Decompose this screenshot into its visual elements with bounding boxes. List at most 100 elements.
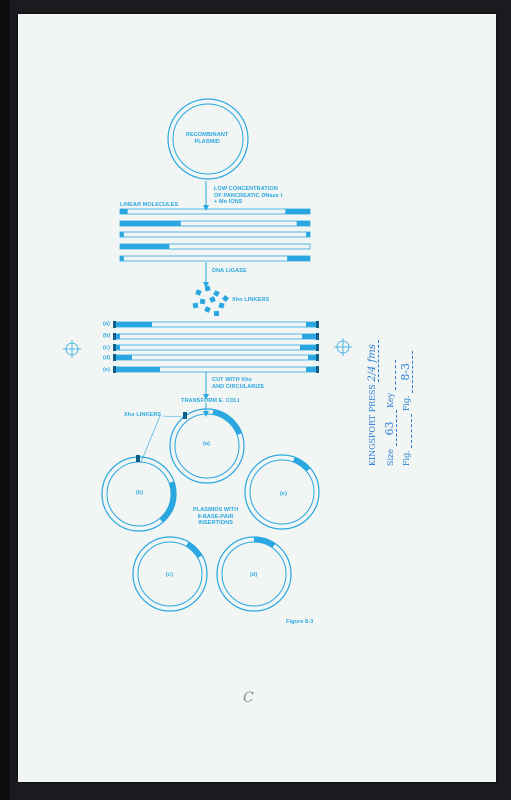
molecules-with-linkers-group [113, 321, 319, 373]
recombinant-plasmid-label: RECOMBINANT PLASMID [186, 132, 229, 145]
cut-molecule-4-shade-2 [308, 355, 316, 360]
plasmid-a-inner-ring [174, 413, 240, 479]
arrow-3-head [203, 394, 209, 400]
plasmid-c-shaded-arc [185, 541, 203, 559]
row-label-d: (d) [103, 355, 111, 361]
recombinant-plasmid-inner-ring [172, 103, 244, 175]
arrow-2-head [203, 282, 209, 288]
stamp-fig-label-2: Fig. [402, 395, 411, 412]
linker-square-8 [204, 306, 211, 313]
plasmids-insertions-label: PLASMIDS WITH 8-BASE-PAIR INSERTIONS [193, 507, 239, 526]
cut-molecule-1-shade-1 [116, 322, 152, 327]
stamp-press-label: KINGSPORT PRESS [368, 384, 377, 466]
cut-molecule-1-linker-right [316, 321, 319, 328]
cut-molecule-3-shade-2 [300, 345, 316, 350]
plasmid-e-outer-ring [244, 454, 320, 530]
xho-linker-squares [192, 285, 230, 316]
linker-square-6 [218, 302, 225, 309]
linear-molecule-1-shade-1 [120, 209, 128, 214]
linear-molecule-1 [119, 208, 311, 215]
plasmid-label-e: (e) [280, 491, 288, 497]
cut-molecule-1-linker-left [113, 321, 116, 328]
recombinant-plasmid-outer-ring [167, 98, 249, 180]
stamp-fig-label: Fig. [402, 450, 411, 466]
linker-square-2 [204, 285, 211, 292]
cut-molecule-2-shade-1 [116, 334, 120, 339]
kingsport-press-stamp: Fig. Fig. 8-3 Size 63 Key KINGSPORT PRES… [355, 339, 415, 470]
plasmid-a-shaded-arc [212, 409, 242, 436]
stamp-press-value: 2/4 fms [367, 339, 379, 382]
cut-molecule-3-linker-right [316, 344, 319, 351]
cut-molecule-3-shade-1 [116, 345, 120, 350]
pencil-mark: C [243, 690, 254, 706]
linker-square-3 [213, 290, 220, 297]
dna-ligase-label: DNA LIGASE [212, 268, 247, 274]
linear-molecule-1-shade-2 [285, 209, 310, 214]
cut-molecule-4-linker-left [113, 354, 116, 361]
linker-pointer-2 [162, 415, 184, 418]
linker-square-9 [214, 311, 219, 316]
linear-molecules-label: LINEAR MOLECULES [120, 202, 179, 208]
cut-molecule-5-shade-2 [306, 367, 316, 372]
cut-molecule-4 [115, 354, 317, 361]
stamp-size-row: Size 63 Key [383, 360, 397, 466]
stamp-key-label: Key [386, 392, 395, 408]
cut-molecule-3-linker-left [113, 344, 116, 351]
stamp-size-label: Size [386, 449, 395, 466]
linker-square-7 [192, 302, 199, 309]
linear-molecule-3 [119, 231, 311, 238]
dnase-step-label: LOW CONCENTRATION OF PANCREATIC DNase I … [214, 186, 283, 205]
linker-square-10 [221, 294, 230, 303]
plasmid-label-a: (a) [203, 441, 211, 447]
row-label-a: (a) [103, 321, 111, 327]
cut-molecule-2 [115, 333, 317, 340]
linear-molecules-group [119, 208, 311, 262]
paper-sheet [18, 14, 496, 782]
transform-label: TRANSFORM E. COLI [181, 398, 240, 404]
final-plasmids-group [101, 408, 320, 612]
linear-molecule-5-shade-1 [120, 256, 124, 261]
linker-square-5 [209, 296, 216, 303]
stamp-fig-value: 8-3 [399, 350, 413, 393]
cut-molecule-3 [115, 344, 317, 351]
plasmid-label-d: (d) [250, 572, 258, 578]
plasmid-label-b: (b) [136, 490, 144, 496]
cut-molecule-2-linker-left [113, 333, 116, 340]
row-label-c: (c) [103, 345, 111, 351]
cut-molecule-5-linker-left [113, 366, 116, 373]
linear-molecule-4-shade-1 [120, 244, 170, 249]
cut-molecule-1-shade-2 [306, 322, 316, 327]
plasmid-c-inner-ring [137, 541, 203, 607]
plasmid-d-shaded-arc [253, 537, 276, 548]
linear-molecule-5-shade-2 [287, 256, 310, 261]
cut-circularize-label: CUT WITH Xho AND CIRCULARIZE [212, 377, 265, 390]
plasmid-b-shaded-arc [159, 481, 176, 523]
linker-pointer-1 [140, 415, 161, 463]
linker-square-4 [199, 298, 206, 305]
row-label-b: (b) [103, 333, 111, 339]
plasmid-a-linker [183, 412, 187, 419]
linear-molecule-2-shade-2 [296, 221, 310, 226]
xho-linkers-pointer-label: Xho LINKERS [124, 412, 162, 418]
stamp-press-row: KINGSPORT PRESS 2/4 fms [367, 339, 379, 466]
dark-left-edge [0, 0, 10, 800]
cut-molecule-2-shade-2 [302, 334, 316, 339]
xho-linkers-label: Xho LINKERS [232, 297, 270, 303]
linear-molecule-5 [119, 255, 311, 262]
cut-molecule-5-linker-right [316, 366, 319, 373]
row-label-e: (e) [103, 367, 111, 373]
cut-molecule-2-linker-right [316, 333, 319, 340]
plasmid-e-inner-ring [249, 459, 315, 525]
plasmid-b-linker [136, 455, 140, 462]
linear-molecule-3-shade-2 [306, 232, 310, 237]
plasmid-c-outer-ring [132, 536, 208, 612]
plasmid-label-c: (c) [166, 572, 174, 578]
figure-label: Figure 8-3 [286, 619, 314, 625]
linker-square-1 [195, 289, 202, 296]
cut-molecule-5-shade-1 [116, 367, 160, 372]
cut-molecule-4-shade-1 [116, 355, 132, 360]
plasmid-a-outer-ring [169, 408, 245, 484]
cut-molecule-4-linker-right [316, 354, 319, 361]
linear-molecule-2-shade-1 [120, 221, 181, 226]
